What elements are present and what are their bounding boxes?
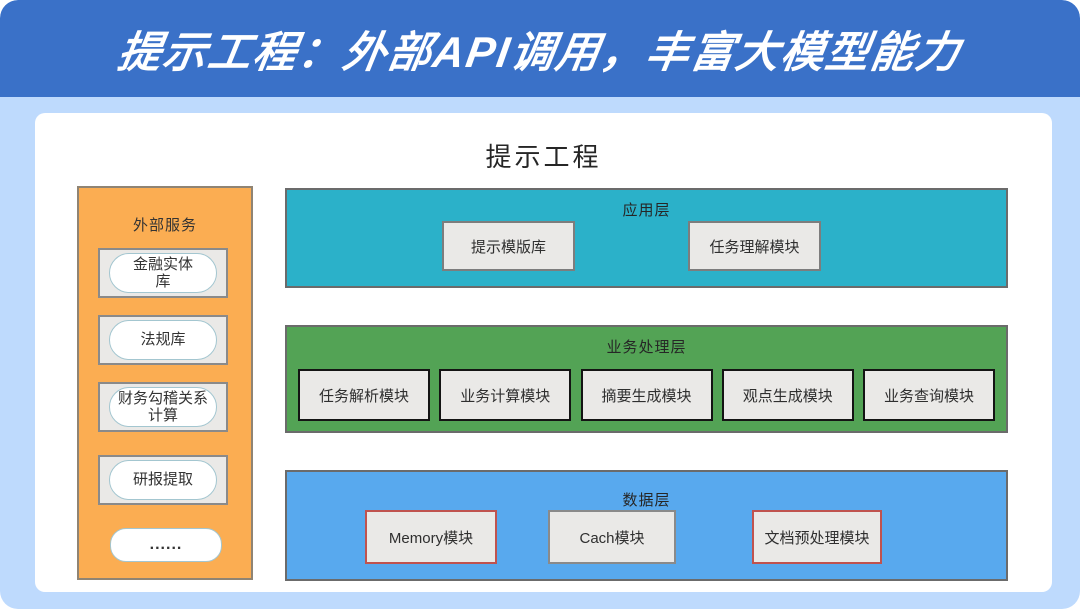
- service-item: 研报提取: [98, 455, 228, 505]
- header-banner: 提示工程：外部API调用，丰富大模型能力: [0, 0, 1080, 97]
- service-item-label: 财务勾稽关系 计算: [109, 387, 217, 427]
- layer-business: 业务处理层 任务解析模块 业务计算模块 摘要生成模块 观点生成模块 业务查询模块: [285, 325, 1008, 433]
- service-item: 财务勾稽关系 计算: [98, 382, 228, 432]
- module-box: 摘要生成模块: [580, 369, 713, 421]
- layer-data-label: 数据层: [622, 492, 671, 509]
- module-row: 任务解析模块 业务计算模块 摘要生成模块 观点生成模块 业务查询模块: [298, 369, 995, 421]
- module-box: 提示模版库: [442, 221, 575, 271]
- module-box: 业务查询模块: [863, 369, 995, 421]
- service-item-label: 研报提取: [109, 460, 217, 500]
- module-box: 业务计算模块: [439, 369, 572, 421]
- header-title: 提示工程：外部API调用，丰富大模型能力: [114, 28, 965, 77]
- service-item: 法规库: [98, 315, 228, 365]
- module-box: 任务解析模块: [298, 369, 430, 421]
- module-box: Cach模块: [548, 510, 676, 564]
- diagram-title: 提示工程: [485, 142, 602, 172]
- layer-application: 应用层 提示模版库 任务理解模块: [285, 188, 1008, 288]
- service-item-label: 金融实体 库: [109, 253, 217, 293]
- service-item-more: ......: [110, 528, 222, 562]
- module-box: 任务理解模块: [688, 221, 821, 271]
- layer-data: 数据层 Memory模块 Cach模块 文档预处理模块: [285, 470, 1008, 581]
- sidebar-title: 外部服务: [132, 217, 197, 234]
- layer-business-label: 业务处理层: [606, 339, 687, 356]
- service-item: 金融实体 库: [98, 248, 228, 298]
- module-box: 观点生成模块: [721, 369, 854, 421]
- module-box-highlighted: 文档预处理模块: [752, 510, 882, 564]
- service-item-label: 法规库: [109, 320, 217, 360]
- diagram-panel: 提示工程 外部服务 金融实体 库 法规库 财务勾稽关系 计算 研报提取 ....…: [35, 113, 1052, 592]
- module-box-highlighted: Memory模块: [365, 510, 497, 564]
- external-services-sidebar: 外部服务 金融实体 库 法规库 财务勾稽关系 计算 研报提取 ......: [77, 186, 253, 580]
- layer-application-label: 应用层: [622, 202, 671, 219]
